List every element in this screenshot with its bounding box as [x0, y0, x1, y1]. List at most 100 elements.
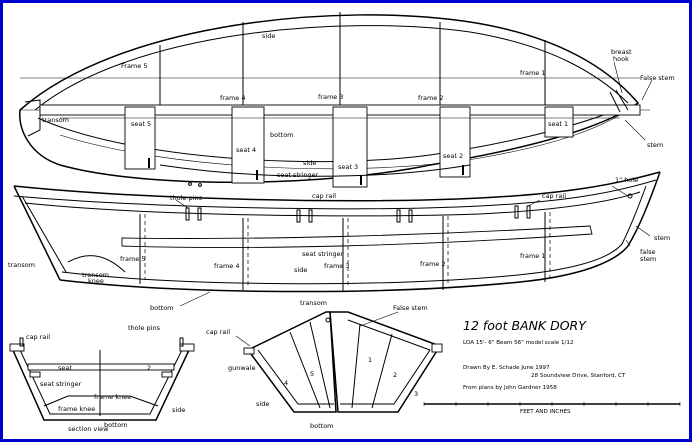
section-pin-right	[179, 337, 184, 347]
profile-transom-knee-label: transom knee	[82, 271, 111, 285]
end-transom-hole	[325, 317, 331, 323]
end-view: transom False stem cap rail gunwale side…	[206, 299, 443, 430]
profile-seat-stringer-label: seat stringer	[302, 250, 344, 258]
profile-thole-pin-4	[308, 209, 313, 223]
profile-stem2-label: stem	[640, 255, 656, 263]
profile-thole-pin-1	[185, 207, 190, 221]
plan-stem-b	[615, 89, 629, 111]
profile-frame3-label: frame 3	[324, 262, 349, 270]
plan-dot-1	[188, 182, 192, 186]
title-block: 12 foot BANK DORY LOA 15'- 6" Beam 56" m…	[423, 318, 681, 415]
profile-cap-rail	[13, 179, 657, 210]
end-num3-label: 3	[414, 390, 418, 398]
end-gunwale-block	[243, 347, 255, 355]
scale-bar-label: FEET AND INCHES	[520, 409, 571, 415]
section-stringer-left	[29, 371, 41, 378]
drawing-title: 12 foot BANK DORY	[463, 318, 587, 333]
plan-outline	[19, 14, 640, 183]
plan-seat-5	[124, 106, 156, 170]
profile-bottom-inner	[61, 243, 623, 285]
section-hull	[11, 347, 191, 421]
profile-transom-word: transom	[82, 271, 109, 279]
plan-frame5-label: Frame 5	[121, 62, 147, 70]
profile-thole-pin-2	[197, 207, 202, 221]
section-pin-left	[19, 337, 24, 347]
plan-seat-stringer	[159, 164, 471, 177]
plan-transom-label: transom	[42, 116, 69, 124]
plan-bottom-curve	[59, 109, 629, 170]
profile-bottom-label: bottom	[150, 304, 174, 312]
profile-view: thole pins cap rail cap rail 1" hole ste…	[8, 171, 670, 312]
plan-transom	[24, 99, 41, 137]
section-frame-knee2-label: frame knee	[58, 405, 95, 413]
profile-stem-inner	[621, 185, 647, 245]
plan-seat-3	[332, 106, 368, 188]
end-plank-line-3	[351, 323, 361, 409]
plan-seat-2	[439, 106, 471, 178]
profile-stem-leader	[635, 225, 651, 237]
profile-sheer	[13, 171, 661, 202]
profile-cap-rail1-label: cap rail	[312, 192, 336, 200]
end-hull-left-inner	[257, 349, 334, 405]
plan-false-stem-label: False stem	[640, 74, 675, 82]
plan-tab-2	[256, 170, 258, 180]
profile-false-label: false	[640, 248, 655, 256]
plan-seat4-label: seat 4	[236, 146, 256, 154]
end-hull-left	[246, 311, 337, 413]
end-false-stem-leader	[359, 311, 399, 327]
plan-hook-label: hook	[613, 55, 629, 63]
profile-hole-label: 1" hole	[615, 176, 638, 184]
end-num1-label: 1	[368, 356, 372, 364]
end-false-stem-label: False stem	[393, 304, 428, 312]
plan-false-stem-leader	[641, 79, 653, 101]
plan-seat-stringer-label: seat stringer	[277, 171, 319, 179]
plan-tab-4	[462, 165, 464, 175]
profile-transom-label: transom	[8, 261, 35, 269]
plan-side2-label: side	[303, 159, 316, 167]
section-stringer-right	[161, 371, 173, 378]
profile-thole-pin-6	[408, 209, 413, 223]
plan-seat-4	[231, 106, 265, 184]
plan-frame1-label: frame 1	[520, 69, 545, 77]
profile-frame5-label: frame 5	[120, 255, 145, 263]
plan-seat5-label: seat 5	[131, 120, 151, 128]
section-cap-rail-label: cap rail	[26, 333, 50, 341]
profile-frame4-label: frame 4	[214, 262, 239, 270]
section-seat	[27, 363, 175, 371]
end-cap-rail-leader	[235, 335, 251, 347]
profile-knee-word: knee	[88, 277, 104, 285]
end-num4-label: 4	[284, 379, 288, 387]
profile-frame2-label: frame 2	[420, 260, 445, 268]
end-cap-rail-label: cap rail	[206, 328, 230, 336]
section-seat-label: seat	[58, 364, 72, 372]
profile-false-stem-leader	[625, 239, 631, 247]
end-side-label: side	[256, 400, 269, 408]
plan-frame4-label: frame 4	[220, 94, 245, 102]
section-seat-stringer-label: seat stringer	[40, 380, 82, 388]
source-label: From plans by John Gardner 1958	[463, 385, 557, 391]
section-cap-rail-left	[9, 343, 25, 352]
end-plank-line-4	[371, 333, 393, 409]
profile-bottom-leader	[179, 291, 211, 307]
profile-thole-pin-5	[396, 209, 401, 223]
profile-stem-label: stem	[654, 234, 670, 242]
profile-seat-stringer	[121, 225, 593, 248]
plan-seat2-label: seat 2	[443, 152, 463, 160]
plan-frame3-label: frame 3	[318, 93, 343, 101]
section-frame-knee-label: frame knee	[94, 393, 131, 401]
plan-stem-label: stem	[647, 141, 663, 149]
plan-tab-1	[148, 158, 150, 168]
section-thole-pins-label: thole pins	[128, 324, 161, 332]
address-label: 28 Soundview Drive, Stanford, CT	[531, 373, 626, 379]
plan-stem-a	[609, 91, 621, 113]
plan-breast-hook-leader	[613, 61, 623, 94]
section-bottom-label: bottom	[104, 421, 128, 429]
profile-bottom	[59, 245, 629, 293]
end-num5-label: 5	[310, 370, 314, 378]
end-plank-line-1	[289, 331, 321, 409]
section-view-label: section view	[68, 425, 109, 433]
profile-thole-leader	[175, 199, 189, 209]
profile-stem	[627, 171, 661, 247]
plan-frame2-label: frame 2	[418, 94, 443, 102]
